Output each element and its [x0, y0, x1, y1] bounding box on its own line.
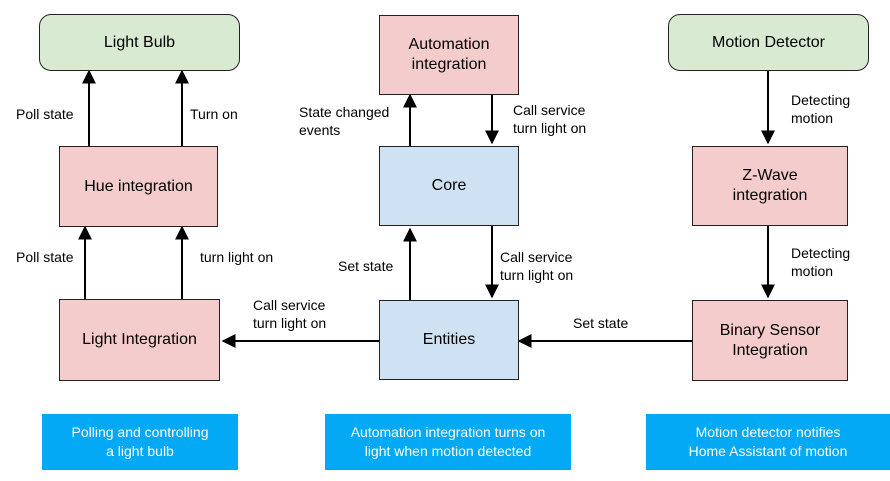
- node-light-bulb: Light Bulb: [39, 14, 240, 71]
- edge-label-detecting-motion-1: Detecting motion: [791, 92, 851, 126]
- edge-label-hue-poll-state: Poll state: [16, 106, 74, 122]
- node-zwave-integration: Z-Wave integration: [692, 146, 848, 226]
- node-light-integration: Light Integration: [59, 299, 220, 381]
- edge-label-entities-to-light-call-service: Call service turn light on: [253, 297, 327, 331]
- node-hue-integration: Hue integration: [59, 146, 218, 227]
- node-zwave-integration-label: Z-Wave integration: [732, 167, 808, 204]
- edge-label-binary-set-state: Set state: [573, 315, 629, 331]
- node-core: Core: [379, 146, 519, 226]
- caption-polling-light-bulb: Polling and controlling a light bulb: [42, 414, 238, 470]
- caption-automation-motion: Automation integration turns on light wh…: [325, 414, 571, 470]
- edge-label-core-call-service: Call service turn light on: [500, 249, 574, 283]
- edge-label-light-turn-light-on: turn light on: [200, 249, 274, 265]
- edge-label-state-changed-events: State changed events: [299, 104, 390, 138]
- node-light-bulb-label: Light Bulb: [103, 33, 176, 51]
- caption-automation-motion-text: Automation integration turns on light wh…: [350, 424, 546, 459]
- node-motion-detector-label: Motion Detector: [712, 33, 825, 51]
- caption-motion-detector-notifies: Motion detector notifies Home Assistant …: [646, 414, 890, 470]
- edge-label-hue-turn-on: Turn on: [190, 106, 238, 122]
- caption-polling-light-bulb-text: Polling and controlling a light bulb: [71, 424, 209, 459]
- node-entities-label: Entities: [422, 331, 476, 348]
- caption-motion-detector-notifies-text: Motion detector notifies Home Assistant …: [688, 424, 848, 459]
- node-entities: Entities: [379, 300, 519, 380]
- node-automation-integration: Automation integration: [379, 15, 519, 95]
- node-binary-sensor-integration: Binary Sensor Integration: [692, 300, 848, 381]
- edge-label-automation-call-service: Call service turn light on: [513, 102, 587, 136]
- node-hue-integration-label: Hue integration: [84, 177, 193, 195]
- node-automation-integration-label: Automation integration: [408, 36, 490, 73]
- edge-label-detecting-motion-2: Detecting motion: [791, 245, 851, 279]
- node-light-integration-label: Light Integration: [82, 331, 197, 348]
- edge-label-light-poll-state: Poll state: [16, 249, 74, 265]
- node-motion-detector: Motion Detector: [668, 14, 869, 71]
- node-core-label: Core: [431, 177, 467, 194]
- node-binary-sensor-integration-label: Binary Sensor Integration: [719, 321, 821, 359]
- edge-label-entities-set-state: Set state: [338, 258, 394, 274]
